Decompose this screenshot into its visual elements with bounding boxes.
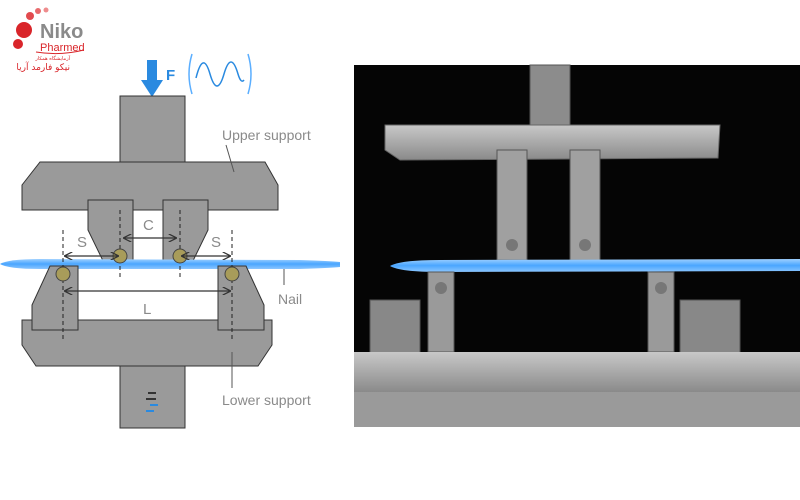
dim-s-left-label: S bbox=[77, 234, 87, 251]
dim-c-label: C bbox=[143, 217, 154, 234]
dimension-arrows bbox=[65, 238, 230, 291]
upper-support-label: Upper support bbox=[222, 127, 311, 143]
logo-persian-large: نیکو فارمد آریا bbox=[16, 61, 70, 73]
dim-s-right-label: S bbox=[211, 234, 221, 251]
dim-l-label: L bbox=[143, 301, 151, 318]
center-lines bbox=[62, 210, 233, 340]
logo-pharmed: Pharmed bbox=[40, 42, 85, 54]
test-machine-photo bbox=[354, 64, 800, 427]
lower-support bbox=[21, 265, 273, 429]
callout-lines bbox=[225, 144, 285, 388]
logo-persian-small: آزمایشگاه همکار bbox=[34, 55, 70, 62]
upper-support bbox=[21, 95, 279, 268]
force-label: F bbox=[166, 67, 175, 84]
niko-pharmed-logo: Niko Pharmed آزمایشگاه همکار نیکو فارمد … bbox=[13, 7, 85, 73]
sine-wave-icon bbox=[188, 53, 252, 95]
nail bbox=[0, 259, 340, 269]
nail-label: Nail bbox=[278, 291, 302, 307]
force-arrow-icon bbox=[141, 60, 163, 97]
logo-niko: Niko bbox=[40, 21, 83, 43]
shaft-mark-icon bbox=[146, 392, 158, 412]
lower-support-label: Lower support bbox=[222, 392, 311, 408]
